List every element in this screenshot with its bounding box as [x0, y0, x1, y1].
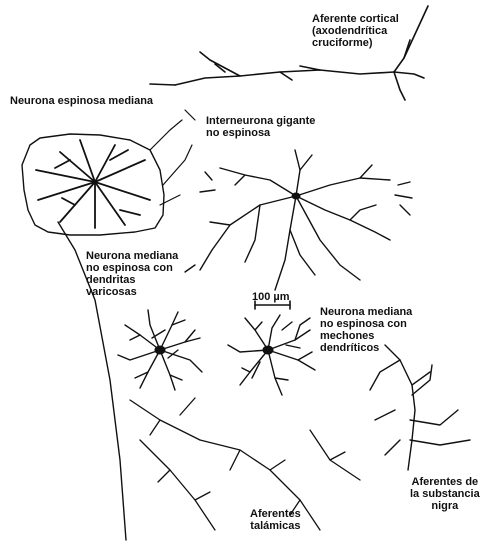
label-line: no espinosa	[206, 127, 315, 139]
varicose-aspiny-neuron-drawing	[118, 310, 202, 390]
scale-bar-label: 100 µm	[252, 291, 290, 303]
label-line: Neurona mediana	[320, 306, 412, 318]
label-line: no espinosa con	[320, 318, 412, 330]
label-line: Neurona mediana	[86, 250, 178, 262]
label-medium-spiny-neuron: Neurona espinosa mediana	[10, 95, 153, 107]
label-line: talámicas	[250, 520, 301, 532]
label-line: dendríticos	[320, 342, 412, 354]
label-giant-aspiny-interneuron: Interneurona gigante no espinosa	[206, 115, 315, 139]
label-cortical-afferent: Aferente cortical (axodendrítica crucifo…	[312, 13, 399, 49]
label-line: Aferentes	[250, 508, 301, 520]
label-varicose-aspiny-neuron: Neurona mediana no espinosa con dendrita…	[86, 250, 178, 298]
label-tufted-aspiny-neuron: Neurona mediana no espinosa con mechones…	[320, 306, 412, 354]
label-line: Neurona espinosa mediana	[10, 95, 153, 107]
thalamic-afferents-drawing	[130, 398, 360, 530]
giant-aspiny-interneuron-drawing	[185, 150, 412, 290]
tufted-aspiny-neuron-drawing	[228, 315, 315, 395]
label-line: mechones	[320, 330, 412, 342]
label-line: Interneurona gigante	[206, 115, 315, 127]
label-line: cruciforme)	[312, 37, 399, 49]
label-line: dendritas	[86, 274, 178, 286]
label-nigral-afferents: Aferentes de la substancia nigra	[410, 476, 480, 512]
label-line: varicosas	[86, 286, 178, 298]
label-line: la substancia	[410, 488, 480, 500]
label-thalamic-afferents: Aferentes talámicas	[250, 508, 301, 532]
label-line: Aferentes de	[410, 476, 480, 488]
label-line: Aferente cortical	[312, 13, 399, 25]
label-line: no espinosa con	[86, 262, 178, 274]
nigral-afferents-drawing	[370, 345, 470, 470]
upper-fibers-drawing	[150, 110, 195, 205]
label-line: (axodendrítica	[312, 25, 399, 37]
label-line: nigra	[410, 500, 480, 512]
